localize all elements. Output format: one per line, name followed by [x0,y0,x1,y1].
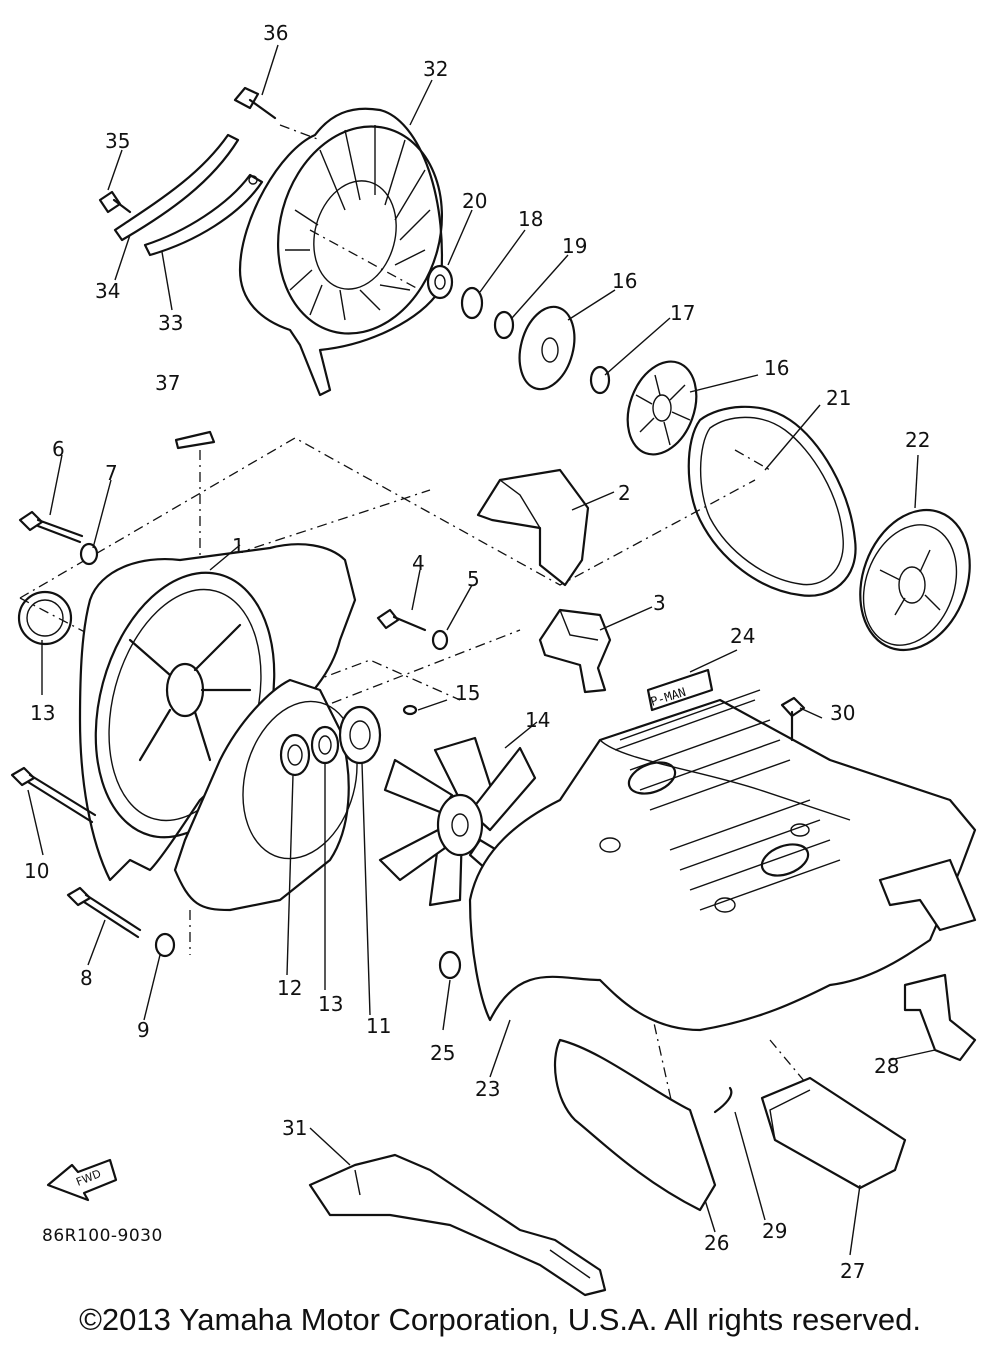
rope-guide-plates [113,133,264,257]
diagram-code: 86R100-9030 [42,1226,163,1246]
mounting-clip [538,608,612,694]
callout-10: 10 [24,859,49,883]
callout-13b: 13 [318,992,343,1016]
callout-20: 20 [462,189,487,213]
callout-21: 21 [826,386,851,410]
callout-12: 12 [277,976,302,1000]
callout-28: 28 [874,1054,899,1078]
callout-32: 32 [423,57,448,81]
callout-26: 26 [704,1231,729,1255]
recoil-starter-housing [238,107,444,397]
callout-18: 18 [518,207,543,231]
callout-35: 35 [105,129,130,153]
callout-8: 8 [80,966,93,990]
callout-4: 4 [412,551,425,575]
callout-leaders [27,44,936,1256]
fan-housing [17,543,358,912]
engine-shroud [468,689,977,1032]
callout-15: 15 [455,681,480,705]
callout-5: 5 [467,567,480,591]
bearing-and-washers [279,705,382,777]
callout-36: 36 [263,21,288,45]
callout-3: 3 [653,591,666,615]
callout-6: 6 [52,437,65,461]
callout-30: 30 [830,701,855,725]
callout-1: 1 [232,534,245,558]
callout-11: 11 [366,1014,391,1038]
callout-25: 25 [430,1041,455,1065]
callout-27: 27 [840,1259,865,1283]
callout-16a: 16 [612,269,637,293]
callout-24: 24 [730,624,755,648]
callout-7: 7 [105,461,118,485]
callout-17: 17 [670,301,695,325]
lower-plates [308,973,977,1297]
callout-2: 2 [618,481,631,505]
cooling-fan [378,736,537,907]
callout-33: 33 [158,311,183,335]
callout-37: 37 [155,371,180,395]
forward-direction-arrow: FWD [46,1158,118,1202]
driven-pulley [859,508,971,652]
callout-16b: 16 [764,356,789,380]
callout-9: 9 [137,1018,150,1042]
copyright-notice: ©2013 Yamaha Motor Corporation, U.S.A. A… [79,1302,921,1337]
callout-13a: 13 [30,701,55,725]
callout-22: 22 [905,428,930,452]
starter-bolts [98,86,277,214]
callout-19: 19 [562,234,587,258]
v-belt [687,405,857,597]
callout-29: 29 [762,1219,787,1243]
callout-23: 23 [475,1077,500,1101]
callout-34: 34 [95,279,120,303]
starter-pulley-stack [426,264,698,456]
fasteners [10,430,806,1114]
label-tag: P-MAN [646,668,714,712]
belt-guard-bracket [476,468,590,587]
callout-14: 14 [525,708,550,732]
callout-31: 31 [282,1116,307,1140]
callout-numbers: 1 2 3 4 5 6 7 8 9 10 11 12 13 13 14 15 1… [24,21,930,1283]
